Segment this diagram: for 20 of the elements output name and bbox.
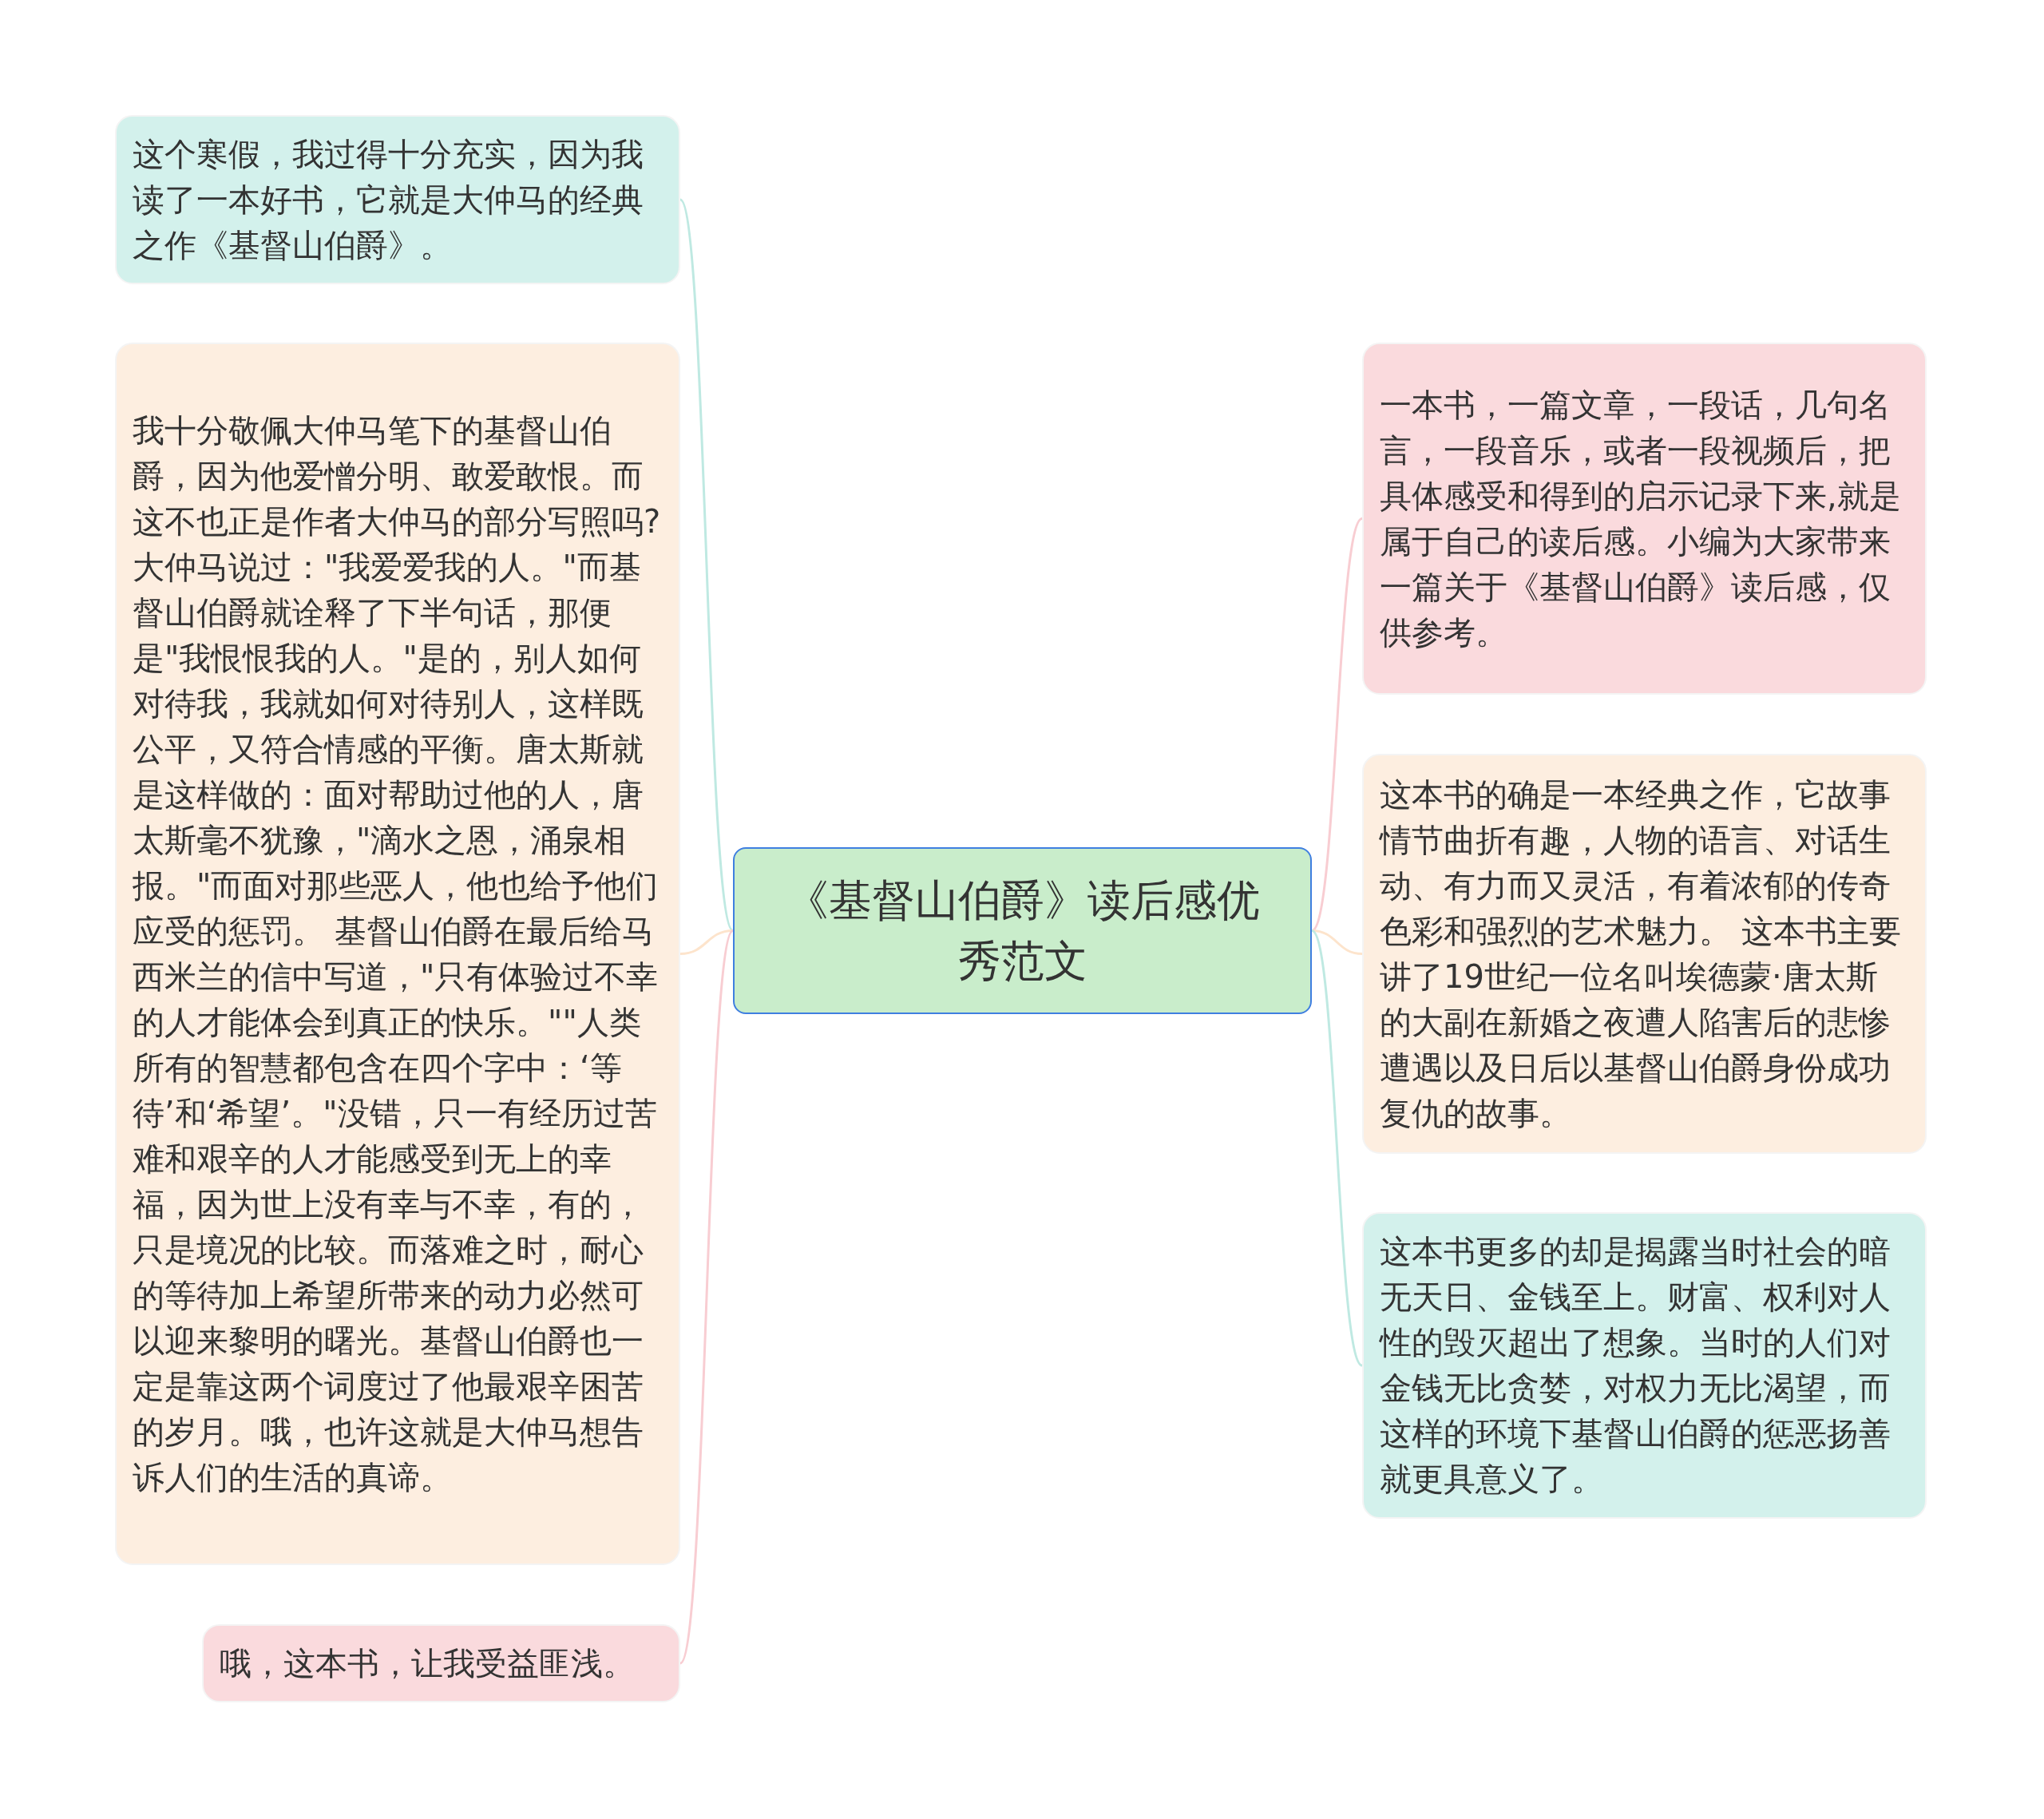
topic-text: 哦，这本书，让我受益匪浅。 (220, 1643, 635, 1683)
connector-line (679, 929, 735, 1664)
topic-box (1362, 1212, 1927, 1519)
central-topic: 《基督山伯爵》读后感优秀范文 (784, 874, 1261, 988)
central-topic-box (733, 847, 1312, 1014)
connector-line (1311, 929, 1363, 955)
topic-text: 这本书更多的却是揭露当时社会的暗无天日、金钱至上。财富、权利对人性的毁灭超出了想象。当时的人们对金钱无比贪婪，对权力无比渴望，而这样的环境下基督山伯爵的惩恶扬善就更具意义了。 (1380, 1232, 1891, 1499)
topic-box (1362, 754, 1927, 1154)
topic-text: 一本书，一篇文章，一段话，几句名言，一段音乐，或者一段视频后，把具体感受和得到的启示记录下来,就是属于自己的读后感。小编为大家带来一篇关于《基督山伯爵》读后感，仅供参考。 (1380, 385, 1902, 652)
connector-line (1310, 929, 1364, 1366)
topic-text: 我十分敬佩大仲马笔下的基督山伯爵，因为他爱憎分明、敢爱敢恨。而这不也正是作者大仲马的部分写照吗?大仲马说过："我爱爱我的人。"而基督山伯爵就诠释了下半句话，那便是"我恨恨我的人。"是的，别人如何对待我，我就如何对待别人，这样既公平，又符合情感的平衡。唐太斯就是这样做的：面对帮助过他的人，唐太斯毫不犹豫，"滴水之恩，涌泉相报。"而面对那些恶人，他也给予他们应受的惩罚。 基督山伯爵在最后给马西米兰的信中写道，"只有体验过不幸的人才能体会到真正的快乐。""人类所有的智慧都包含在四个字中：‘等待’和‘希望’。"没错，只一有经历过苦难和艰辛的人才能感受到无上的幸福，因为世上没有幸与不幸，有的，只是境况的比较。而落难之时，耐心的等待加上希望所带来的动力必然可以迎来黎明的曙光。基督山伯爵也一定是靠这两个词度过了他最艰辛困苦的岁月。哦，也许这就是大仲马想告诉人们的生活的真谛。 (133, 410, 662, 1497)
connector-line (679, 199, 735, 932)
connector-line (679, 929, 734, 955)
topic-text: 这本书的确是一本经典之作，它故事情节曲折有趣，人物的语言、对话生动、有力而又灵活，有着浓郁的传奇色彩和强烈的艺术魅力。 这本书主要讲了19世纪一位名叫埃德蒙·唐太斯的大副在新婚之夜遭人陷害后的悲惨遭遇以及日后以基督山伯爵身份成功复仇的故事。 (1380, 775, 1902, 1133)
topic-box (115, 115, 680, 284)
connector-line (1310, 517, 1364, 932)
topic-box (1362, 343, 1927, 695)
topic-box (115, 343, 680, 1565)
topic-text: 这个寒假，我过得十分充实，因为我读了一本好书，它就是大仲马的经典之作《基督山伯爵》。 (133, 134, 644, 265)
topic-box (202, 1624, 680, 1702)
